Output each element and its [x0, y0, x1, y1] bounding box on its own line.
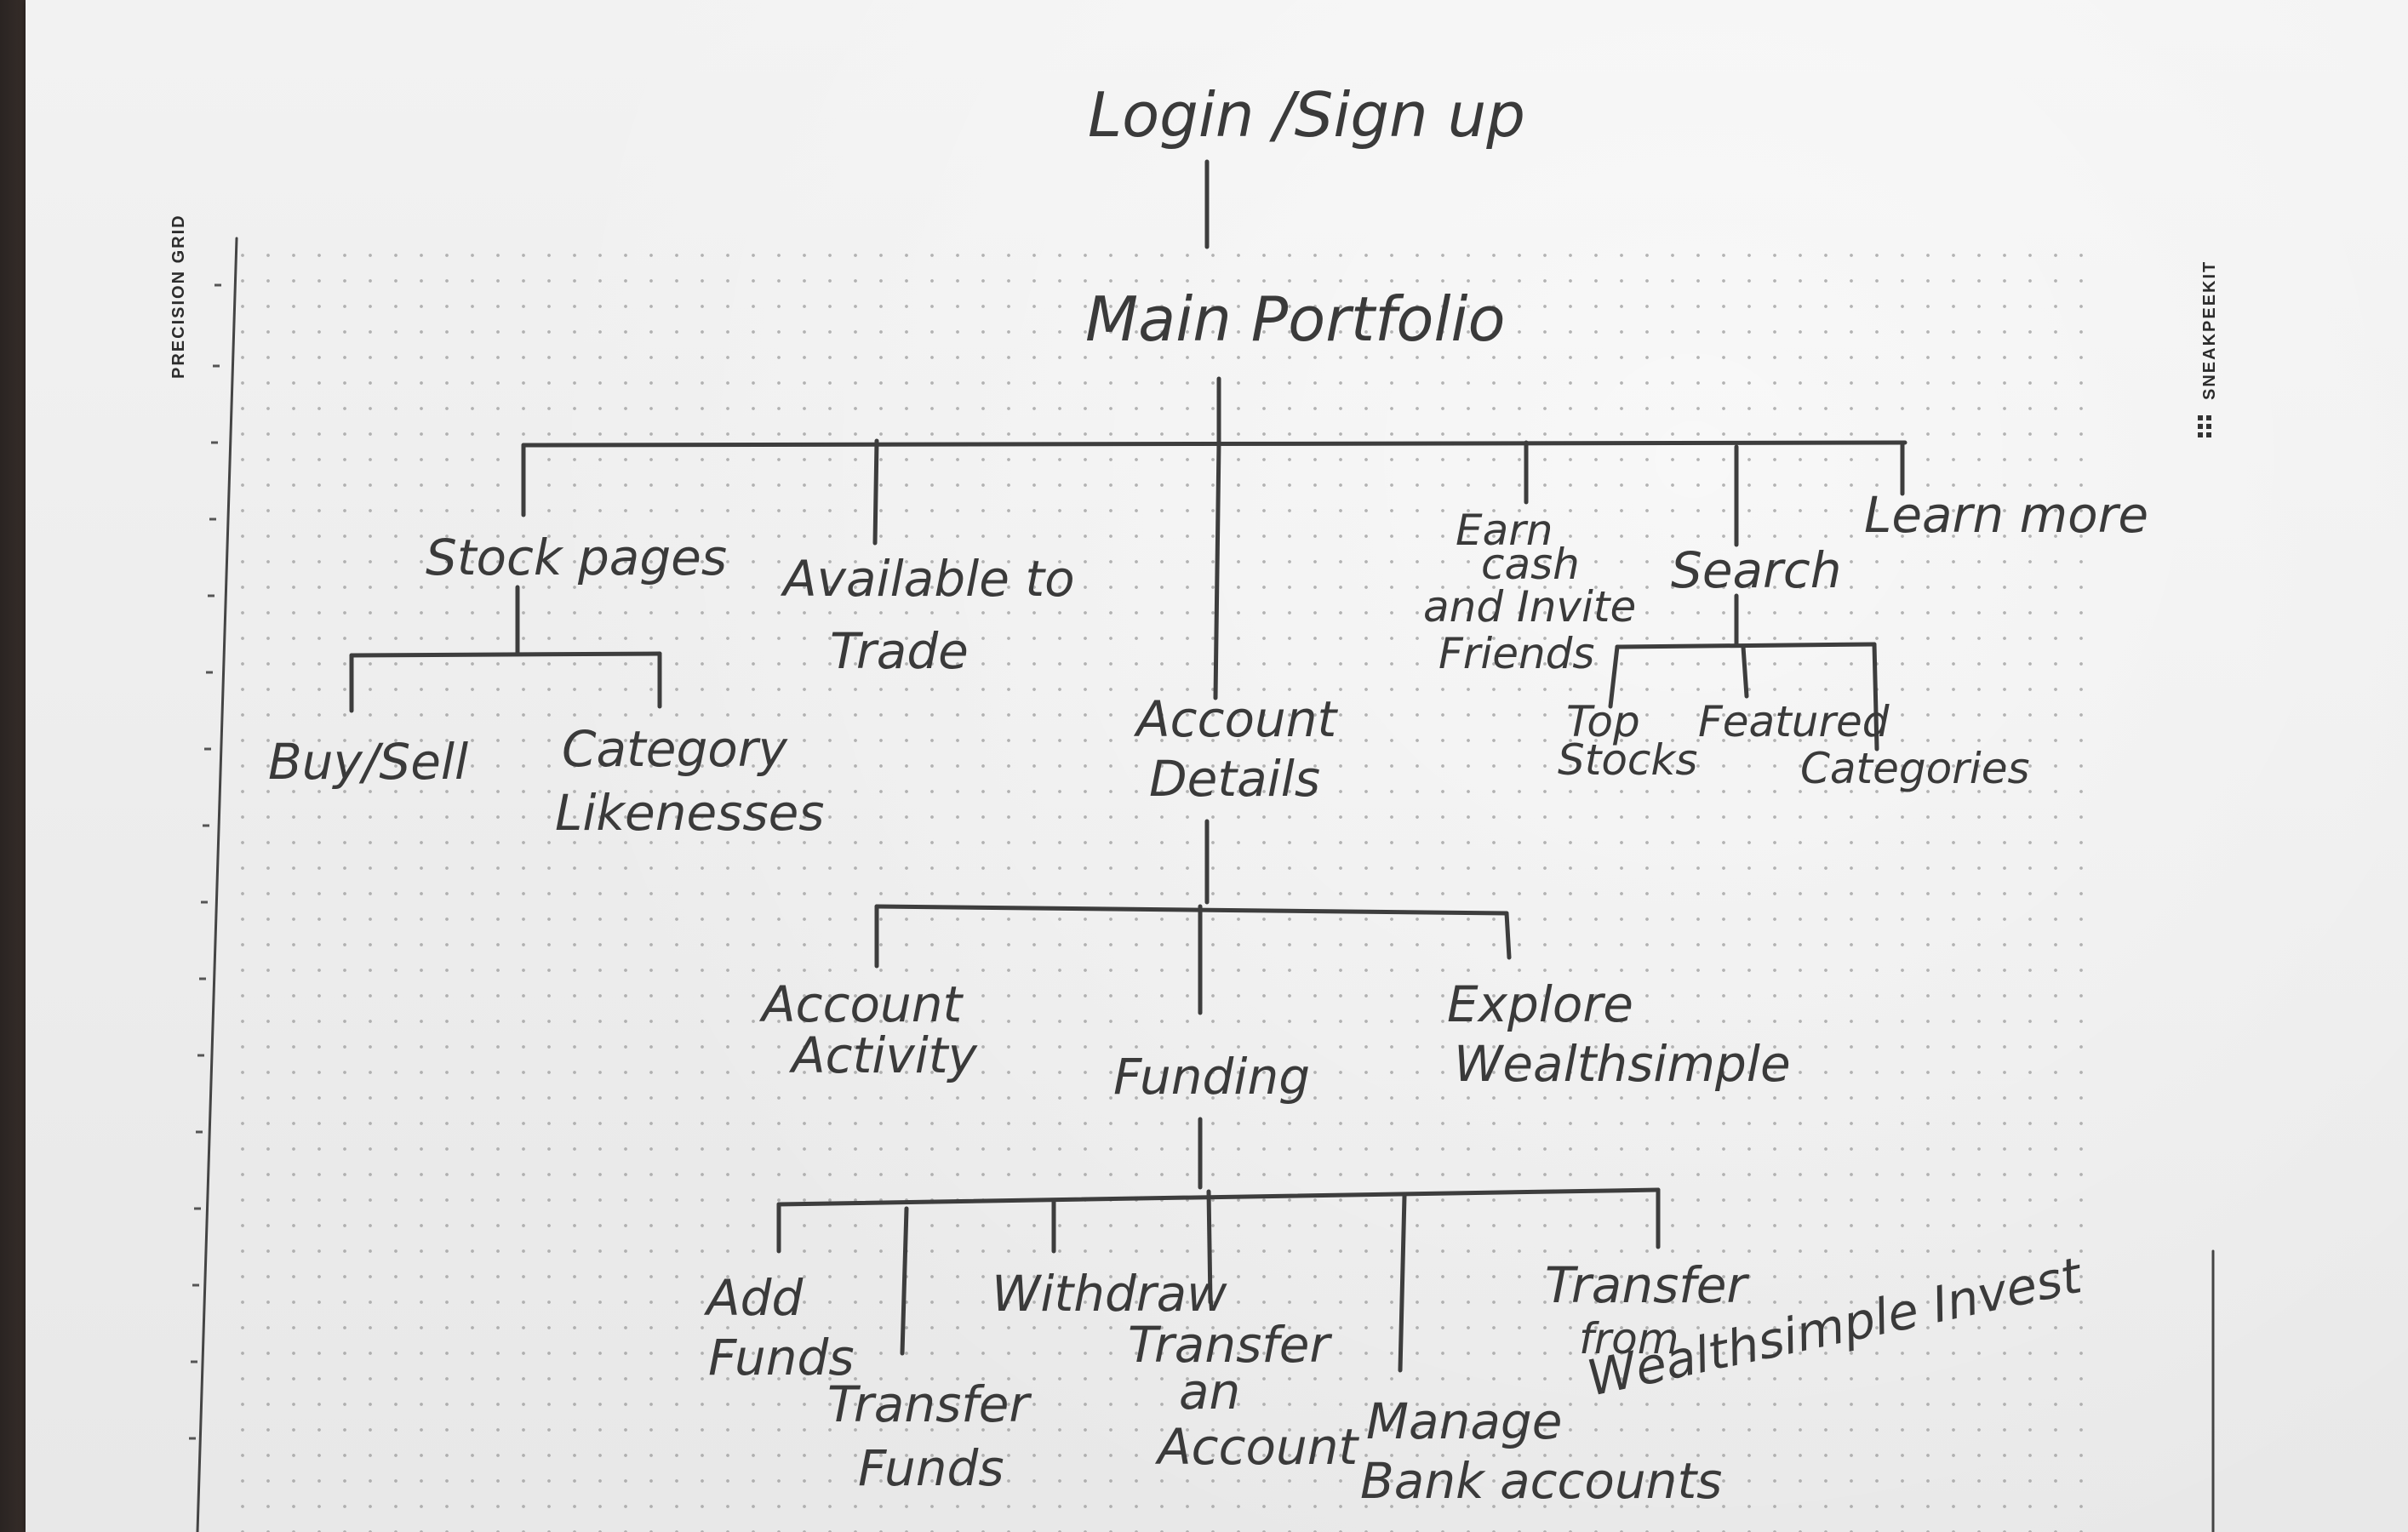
node-category-likenesses-line2: Likenesses — [555, 784, 824, 842]
node-top-stocks-line2: Stocks — [1558, 735, 1697, 785]
node-transfer-an-account: Transfer an Account — [1128, 1316, 1359, 1476]
node-learn-more: Learn more — [1864, 486, 2148, 544]
node-earn-cash-line2: cash — [1481, 540, 1580, 589]
right-margin-label: SNEAKPEEKIT — [2200, 260, 2219, 400]
dot-grid — [230, 243, 2085, 1532]
connector-lines — [349, 159, 1908, 1373]
node-featured: Featured — [1698, 697, 1890, 746]
node-manage-bank-line1: Manage — [1366, 1392, 1562, 1450]
node-category-likenesses-line1: Category — [562, 720, 788, 778]
node-account-details-line2: Details — [1149, 750, 1320, 808]
node-available-to-trade-line1: Available to — [780, 550, 1075, 608]
node-transfer-funds-line1: Transfer — [827, 1375, 1032, 1433]
node-top-stocks-line1: Top — [1566, 697, 1640, 746]
node-earn-cash-line1: Earn — [1456, 506, 1553, 555]
node-manage-bank-accounts: Manage Bank accounts — [1360, 1392, 1722, 1510]
node-transfer-from-line2: from — [1579, 1314, 1679, 1363]
node-explore-line1: Explore — [1447, 975, 1633, 1033]
node-add-funds-line2: Funds — [708, 1329, 855, 1386]
node-transfer-account-line2: an — [1179, 1363, 1240, 1421]
node-available-to-trade: Available to Trade — [780, 550, 1075, 680]
node-earn-cash: Earn cash and Invite Friends — [1423, 506, 1636, 678]
node-explore-wealthsimple: Explore Wealthsimple — [1447, 975, 1791, 1093]
node-main-portfolio: Main Portfolio — [1085, 283, 1506, 355]
node-transfer-from-line1: Transfer — [1545, 1256, 1749, 1314]
node-add-funds-line1: Add — [703, 1269, 804, 1327]
node-transfer-funds: Transfer Funds — [827, 1375, 1032, 1497]
node-manage-bank-line2: Bank accounts — [1360, 1452, 1722, 1510]
left-margin-label: PRECISION GRID — [169, 214, 188, 379]
node-available-to-trade-line2: Trade — [830, 622, 969, 680]
grid-logo-icon — [2198, 415, 2211, 437]
node-earn-cash-line3: and Invite — [1423, 582, 1636, 632]
paper-sheet — [26, 0, 2408, 1532]
node-transfer-account-line1: Transfer — [1128, 1316, 1332, 1374]
node-account-activity-line2: Activity — [788, 1026, 978, 1084]
node-explore-line2: Wealthsimple — [1454, 1035, 1791, 1093]
node-account-details: Account Details — [1133, 690, 1338, 808]
node-add-funds: Add Funds — [703, 1269, 855, 1386]
node-withdraw: Withdraw — [992, 1265, 1227, 1323]
left-margin-ticks — [189, 283, 221, 1440]
node-top-stocks: Top Stocks — [1558, 697, 1697, 785]
node-search: Search — [1671, 541, 1842, 599]
node-transfer-account-line3: Account — [1154, 1418, 1359, 1476]
node-funding: Funding — [1113, 1048, 1310, 1106]
node-account-details-line1: Account — [1133, 690, 1338, 748]
node-login-signup: Login /Sign up — [1088, 79, 1525, 151]
node-transfer-from-wealthsimple: Transfer from Wealthsimple Invest — [1545, 1246, 2088, 1408]
node-categories: Categories — [1800, 744, 2030, 793]
node-account-activity-line1: Account — [758, 975, 964, 1033]
node-transfer-funds-line2: Funds — [858, 1439, 1004, 1497]
node-stock-pages: Stock pages — [426, 529, 727, 586]
left-margin-line — [196, 237, 238, 1532]
node-earn-cash-line4: Friends — [1439, 629, 1594, 678]
node-category-likenesses: Category Likenesses — [555, 720, 824, 842]
node-account-activity: Account Activity — [758, 975, 978, 1084]
node-buy-sell: Buy/Sell — [268, 733, 468, 791]
